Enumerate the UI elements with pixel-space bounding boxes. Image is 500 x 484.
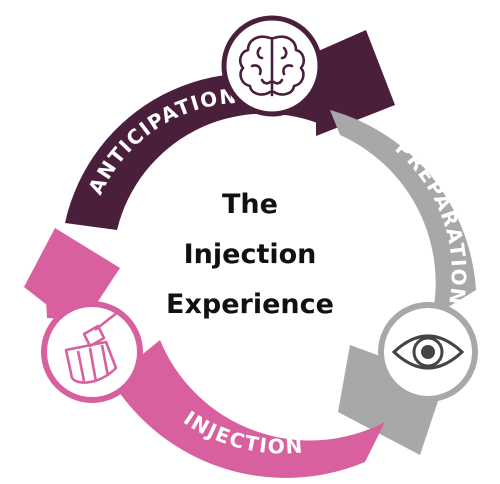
title-line: The	[222, 189, 278, 220]
injection-arrowhead	[24, 228, 120, 330]
injection-arc	[111, 340, 385, 478]
title-line: Injection	[183, 239, 317, 270]
anticipation-arrowhead	[316, 30, 395, 136]
diagram-title: The Injection Experience	[150, 180, 350, 330]
preparation-arc	[330, 110, 476, 317]
brain-icon	[221, 15, 323, 117]
title-line: Experience	[166, 289, 334, 320]
eye-icon	[378, 302, 478, 402]
pen-needle-icon	[41, 301, 143, 403]
